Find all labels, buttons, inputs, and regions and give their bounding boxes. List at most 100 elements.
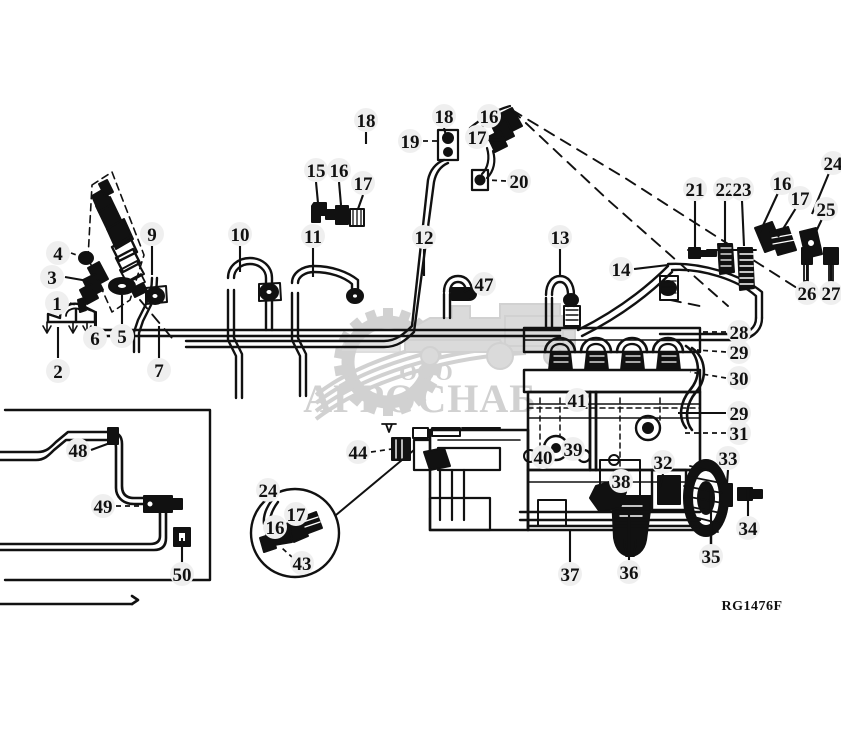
callout-leader-20 [486,179,507,182]
callout-number-21: 21 [686,180,705,201]
callout-41[interactable]: 41 [565,388,589,412]
callout-37[interactable]: 37 [558,562,582,586]
callout-16[interactable]: 16 [327,158,351,182]
callout-bubble-49 [91,494,115,518]
callout-16c[interactable]: 16 [770,171,794,195]
callout-49[interactable]: 49 [91,494,115,518]
callout-33[interactable]: 33 [716,446,740,470]
callout-44[interactable]: 44 [346,440,370,464]
callout-35[interactable]: 35 [699,544,723,568]
callout-31[interactable]: 31 [727,421,751,445]
callout-bubble-36 [617,560,641,584]
watermark-line1: ООО [399,360,453,385]
callout-23[interactable]: 23 [730,177,754,201]
callout-1[interactable]: 1 [45,291,69,315]
callout-17b[interactable]: 17 [465,125,489,149]
callout-29[interactable]: 29 [727,340,751,364]
callout-number-29: 29 [730,343,749,364]
callout-leader-47 [463,286,474,293]
callout-28[interactable]: 28 [727,320,751,344]
callout-bubble-48 [66,438,90,462]
callout-25[interactable]: 25 [814,197,838,221]
callout-30[interactable]: 30 [727,366,751,390]
callout-4[interactable]: 4 [46,241,70,265]
callout-bubble-27 [819,281,841,305]
callout-leader-4 [70,252,86,259]
callout-10[interactable]: 10 [228,222,252,246]
callout-14[interactable]: 14 [609,257,633,281]
callout-43[interactable]: 43 [290,551,314,575]
callout-9[interactable]: 9 [140,222,164,246]
callout-bubble-14 [609,257,633,281]
callout-21[interactable]: 21 [683,177,707,201]
callout-15[interactable]: 15 [304,158,328,182]
callout-38[interactable]: 38 [609,469,633,493]
callout-bubble-2 [46,359,70,383]
callout-bubble-11 [301,224,325,248]
callout-bubble-38 [609,469,633,493]
callout-bubble-20 [507,169,531,193]
callout-48[interactable]: 48 [66,438,90,462]
injection-line-13 [544,274,581,330]
callout-bubble-24 [821,151,841,175]
callout-number-20: 20 [510,172,529,193]
callout-50[interactable]: 50 [170,562,194,586]
callout-17d[interactable]: 17 [284,502,308,526]
watermark-line2: АГРОСНАБ [303,376,536,421]
callout-7[interactable]: 7 [147,358,171,382]
callout-5[interactable]: 5 [110,324,134,348]
callout-36[interactable]: 36 [617,560,641,584]
callout-47[interactable]: 47 [472,272,496,296]
callout-number-40: 40 [534,448,553,469]
callout-number-9: 9 [147,225,157,246]
callout-2[interactable]: 2 [46,359,70,383]
callout-34[interactable]: 34 [736,516,760,540]
inset-detail-box [0,408,212,582]
callout-17[interactable]: 17 [351,171,375,195]
callout-18b[interactable]: 18 [432,104,456,128]
callout-39[interactable]: 39 [561,437,585,461]
callout-number-16b: 16 [480,107,499,128]
callout-number-7: 7 [154,361,164,382]
callout-bubble-1 [45,291,69,315]
callout-16b[interactable]: 16 [477,104,501,128]
callout-bubble-19 [398,129,422,153]
callout-leader-30 [689,371,727,379]
callout-bubble-26 [795,281,819,305]
bracket-stubs [381,423,501,439]
callout-17c[interactable]: 17 [788,186,812,210]
callout-19[interactable]: 19 [398,129,422,153]
callout-13[interactable]: 13 [548,225,572,249]
callout-number-19: 19 [401,132,420,153]
callout-27[interactable]: 27 [819,281,841,305]
callout-12[interactable]: 12 [412,225,436,249]
callout-20[interactable]: 20 [507,169,531,193]
callout-leader-16 [337,181,343,206]
callout-24[interactable]: 24 [821,151,841,175]
callout-bubble-24b [256,478,280,502]
callout-6[interactable]: 6 [83,326,107,350]
callout-bubble-17 [351,171,375,195]
callout-24b[interactable]: 24 [256,478,280,502]
callout-number-24: 24 [824,154,841,175]
callout-number-48: 48 [69,441,88,462]
callout-bubble-17d [284,502,308,526]
callout-bubble-30 [727,366,751,390]
callout-bubble-12 [412,225,436,249]
callout-18[interactable]: 18 [354,108,378,132]
callout-bubble-32 [651,450,675,474]
callout-22[interactable]: 22 [713,177,737,201]
callout-number-31: 31 [730,424,749,445]
callout-bubble-31 [727,421,751,445]
callout-bubble-33 [716,446,740,470]
callout-bubble-9 [140,222,164,246]
callout-11[interactable]: 11 [301,224,325,248]
callout-40[interactable]: 40 [531,445,555,469]
callout-bubble-34 [736,516,760,540]
callout-3[interactable]: 3 [40,265,64,289]
callout-32[interactable]: 32 [651,450,675,474]
callout-29b[interactable]: 29 [727,401,751,425]
callout-26[interactable]: 26 [795,281,819,305]
callout-16d[interactable]: 16 [263,515,287,539]
